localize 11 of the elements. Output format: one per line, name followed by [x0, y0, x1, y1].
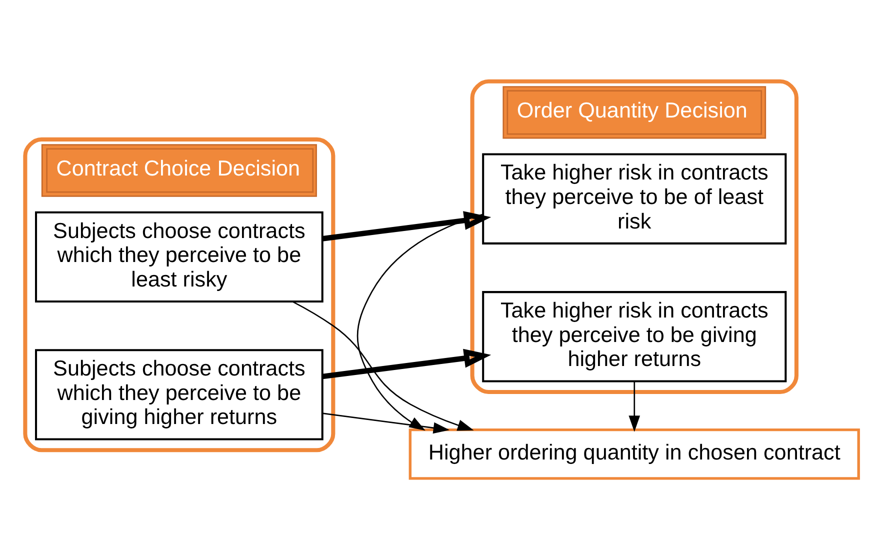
node-box: Take higher risk in contracts they perceive to be of least risk [482, 152, 786, 244]
node-box: Subjects choose contracts which they perceive to be least risky [34, 210, 323, 302]
arrow [628, 380, 640, 432]
arrow [322, 348, 491, 379]
arrow [356, 213, 482, 430]
arrow [292, 300, 474, 430]
arrow [322, 210, 491, 241]
node-box: Take higher risk in contracts they perceive to be giving higher returns [482, 290, 786, 382]
node-box: Higher ordering quantity in chosen contract [408, 428, 860, 480]
node-box: Subjects choose contracts which they perceive to be giving higher returns [34, 348, 323, 440]
arrow [322, 412, 450, 434]
